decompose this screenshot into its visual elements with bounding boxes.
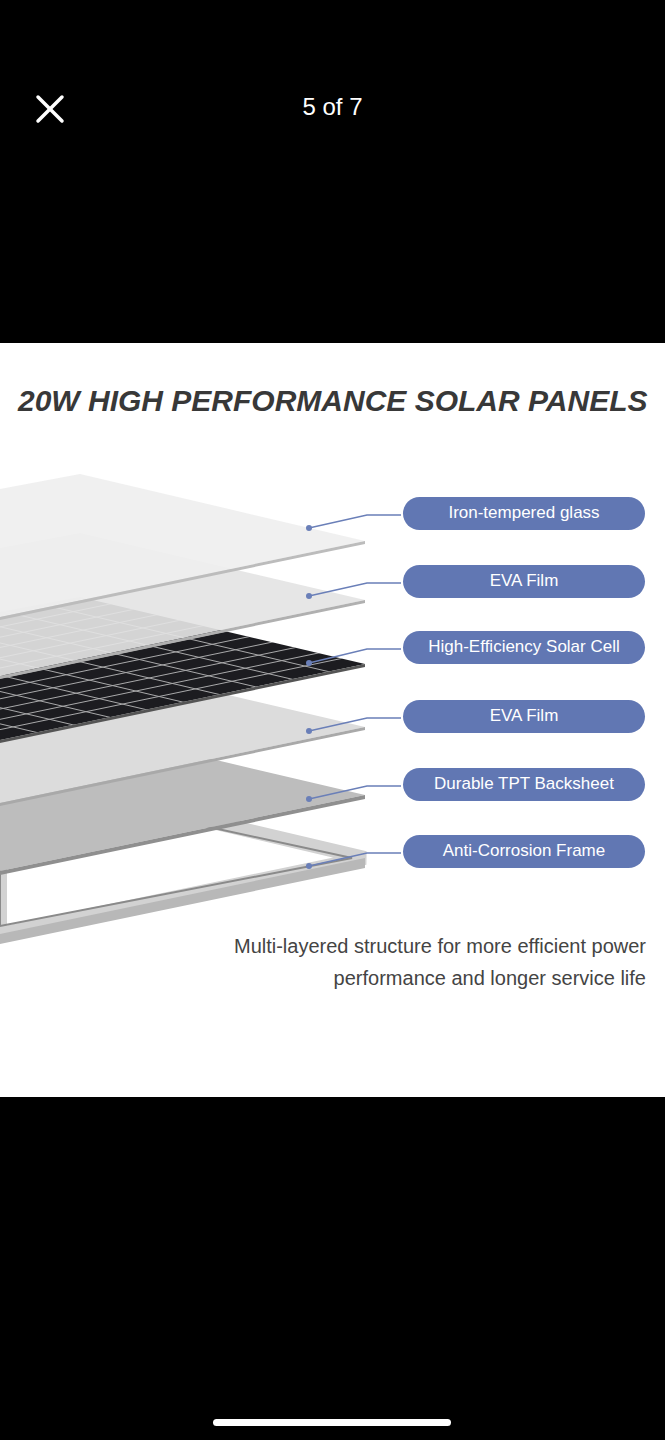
layer-label: High-Efficiency Solar Cell xyxy=(403,631,645,664)
caption: Multi-layered structure for more efficie… xyxy=(196,930,646,994)
page-counter: 5 of 7 xyxy=(0,93,665,121)
leader-lines xyxy=(306,515,401,869)
label-text: Anti-Corrosion Frame xyxy=(443,841,606,861)
label-text: EVA Film xyxy=(490,706,559,726)
home-indicator xyxy=(213,1419,451,1426)
glass-layer xyxy=(0,474,365,620)
close-icon xyxy=(38,97,62,121)
label-text: High-Efficiency Solar Cell xyxy=(428,637,619,657)
label-text: EVA Film xyxy=(490,571,559,591)
layer-label: Anti-Corrosion Frame xyxy=(403,835,645,868)
layer-label: EVA Film xyxy=(403,700,645,733)
layer-label: Iron-tempered glass xyxy=(403,497,645,530)
layer-label: EVA Film xyxy=(403,565,645,598)
label-text: Iron-tempered glass xyxy=(448,503,599,523)
title: 20W HIGH PERFORMANCE SOLAR PANELS xyxy=(18,384,648,418)
label-text: Durable TPT Backsheet xyxy=(434,774,614,794)
layer-label: Durable TPT Backsheet xyxy=(403,768,645,801)
